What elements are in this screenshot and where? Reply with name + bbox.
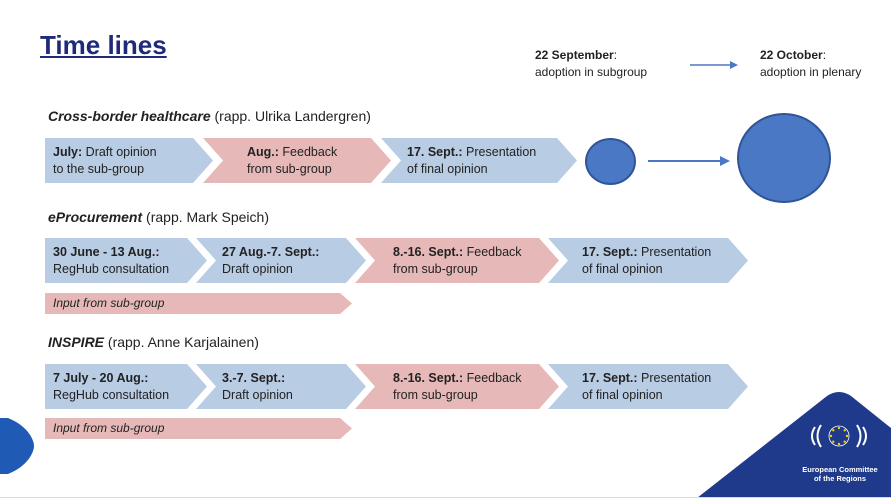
step-bold: Aug.: — [247, 144, 279, 159]
step-text: Feedback — [463, 244, 522, 259]
section-rapp: (rapp. Mark Speich) — [142, 209, 269, 225]
step-line2: of final opinion — [582, 387, 663, 402]
arrow-right-icon — [690, 61, 738, 69]
page-title: Time lines — [40, 30, 167, 60]
footer-divider — [0, 497, 891, 498]
subgroup-adoption-circle — [585, 138, 636, 185]
step-bold: 17. Sept.: — [582, 244, 638, 259]
step-presentation: 17. Sept.: Presentation of final opinion — [548, 364, 748, 409]
logo-line2: of the Regions — [814, 474, 866, 483]
step-line2: from sub-group — [247, 161, 332, 176]
section-name: Cross-border healthcare — [48, 108, 211, 124]
adoption-plenary-date: 22 October — [760, 48, 823, 62]
step-sept-presentation: 17. Sept.: Presentation of final opinion — [381, 138, 577, 183]
step-text: Draft opinion — [82, 144, 157, 159]
step-line2: RegHub consultation — [53, 387, 170, 402]
step-line2: of final opinion — [582, 261, 663, 276]
step-bold: 3.-7. Sept.: — [222, 370, 286, 385]
adoption-subgroup-text: adoption in subgroup — [535, 65, 648, 79]
step-feedback: 8.-16. Sept.: Feedback from sub-group — [355, 364, 559, 409]
adoption-subgroup: 22 September: adoption in subgroup — [535, 47, 685, 81]
step-bold: 17. Sept.: — [582, 370, 638, 385]
section-name: eProcurement — [48, 209, 143, 225]
step-bold: 27 Aug.-7. Sept.: — [222, 244, 320, 259]
colon: : — [822, 48, 827, 62]
step-july-draft: July: Draft opinion to the sub-group — [45, 138, 213, 183]
section-rapp: (rapp. Anne Karjalainen) — [104, 334, 259, 350]
step-text: Presentation — [637, 370, 712, 385]
step-line2: of final opinion — [407, 161, 488, 176]
step-bold: 8.-16. Sept.: — [393, 244, 464, 259]
colon: : — [613, 48, 618, 62]
step-reghub-consultation: 30 June - 13 Aug.: RegHub consultation — [45, 238, 207, 283]
step-draft-opinion: 27 Aug.-7. Sept.: Draft opinion — [196, 238, 366, 283]
step-bold: July: — [53, 144, 83, 159]
step-line2: Draft opinion — [222, 261, 293, 276]
step-line2: from sub-group — [393, 387, 478, 402]
step-draft-opinion: 3.-7. Sept.: Draft opinion — [196, 364, 366, 409]
step-bold: 7 July - 20 Aug.: — [53, 370, 149, 385]
step-line2: to the sub-group — [53, 161, 145, 176]
input-from-subgroup-bar: Input from sub-group — [45, 418, 352, 439]
step-text: Feedback — [278, 144, 338, 159]
step-text: Presentation — [462, 144, 537, 159]
step-presentation: 17. Sept.: Presentation of final opinion — [548, 238, 748, 283]
step-reghub-consultation: 7 July - 20 Aug.: RegHub consultation — [45, 364, 207, 409]
step-line2: Draft opinion — [222, 387, 293, 402]
plenary-adoption-circle — [737, 113, 831, 203]
step-text: Presentation — [637, 244, 712, 259]
adoption-plenary: 22 October: adoption in plenary — [760, 47, 890, 81]
section-heading-cross-border: Cross-border healthcare (rapp. Ulrika La… — [48, 108, 371, 124]
step-bold: 30 June - 13 Aug.: — [53, 244, 160, 259]
step-bold: 8.-16. Sept.: — [393, 370, 464, 385]
step-feedback: 8.-16. Sept.: Feedback from sub-group — [355, 238, 559, 283]
section-heading-eprocurement: eProcurement (rapp. Mark Speich) — [48, 209, 269, 225]
section-rapp: (rapp. Ulrika Landergren) — [210, 108, 371, 124]
step-text: Feedback — [463, 370, 522, 385]
step-bold: 17. Sept.: — [407, 144, 463, 159]
adoption-subgroup-date: 22 September — [535, 48, 614, 62]
adoption-plenary-text: adoption in plenary — [760, 65, 862, 79]
step-line2: from sub-group — [393, 261, 478, 276]
eu-stars-icon — [811, 424, 867, 448]
slide-nav-marker — [0, 418, 34, 474]
input-from-subgroup-bar: Input from sub-group — [45, 293, 352, 314]
logo-line1: European Committee — [802, 465, 877, 474]
committee-of-regions-logo: European Committee of the Regions — [697, 392, 891, 498]
section-name: INSPIRE — [48, 334, 105, 350]
step-line2: RegHub consultation — [53, 261, 170, 276]
step-aug-feedback: Aug.: Feedback from sub-group — [203, 138, 391, 183]
section-heading-inspire: INSPIRE (rapp. Anne Karjalainen) — [48, 334, 259, 350]
arrow-right-icon — [648, 156, 730, 166]
